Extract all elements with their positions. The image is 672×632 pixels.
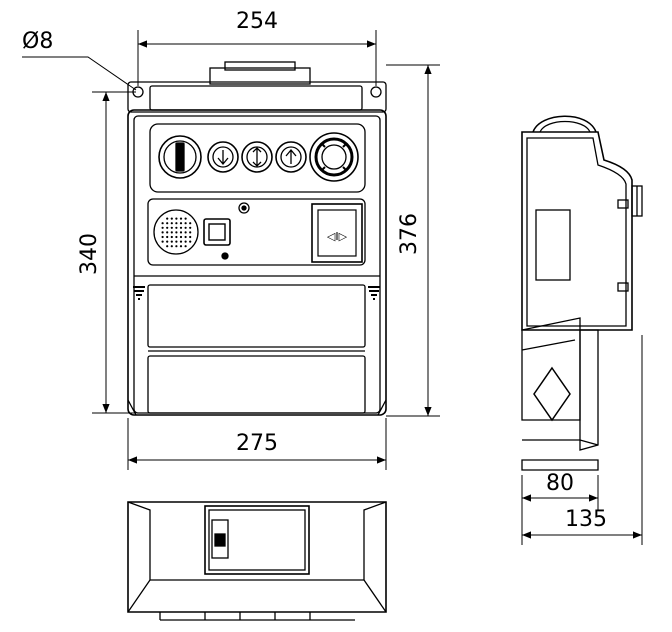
grille-dot xyxy=(189,240,192,243)
grille-dot xyxy=(175,231,178,234)
grille-dot xyxy=(175,235,178,239)
top-mounting-bar xyxy=(127,81,387,113)
grille-dot xyxy=(189,235,192,239)
dim-135-label: 135 xyxy=(565,507,607,532)
square-button-icon xyxy=(203,218,231,246)
breaker-box xyxy=(204,505,310,575)
grille-dot xyxy=(184,231,187,234)
grille-dot xyxy=(166,222,169,225)
device-panel xyxy=(147,198,366,266)
grille-dot xyxy=(184,226,187,229)
dim-376-label: 376 xyxy=(397,213,422,255)
grille-dot xyxy=(175,240,178,243)
grille-dot xyxy=(161,235,164,239)
grille-dot xyxy=(184,217,187,220)
front-view: ◁I▷ xyxy=(127,61,387,416)
grille-dot xyxy=(166,235,169,239)
grille-dot xyxy=(161,231,164,234)
grille-dot xyxy=(184,240,187,243)
grille-dot xyxy=(175,245,178,248)
grille-dot xyxy=(161,226,164,229)
side-view xyxy=(521,115,643,471)
arrow-up-button-icon xyxy=(275,141,307,173)
grille-dot xyxy=(170,222,173,225)
emergency-stop-icon xyxy=(309,132,359,182)
grille-dot xyxy=(179,245,183,248)
grille-dot xyxy=(170,235,173,239)
dim-hole-diameter-label: Ø8 xyxy=(22,29,53,54)
lock-switch-icon xyxy=(158,135,202,179)
grille-dot xyxy=(179,235,183,239)
mounting-hole-right xyxy=(370,86,382,98)
control-panel xyxy=(149,123,366,193)
breaker-switch-icon xyxy=(211,519,229,559)
dim-340-label: 340 xyxy=(77,233,102,275)
grille-dot xyxy=(170,217,173,220)
bottom-view xyxy=(127,501,387,621)
indicator-dot-icon xyxy=(221,252,229,260)
vent-right-icon xyxy=(368,286,380,300)
arrow-down-button-icon xyxy=(207,141,239,173)
grille-dot xyxy=(189,226,192,229)
grille-dot xyxy=(184,245,187,248)
grille-dot xyxy=(166,231,169,234)
dim-275-label: 275 xyxy=(236,431,278,456)
top-clip xyxy=(209,67,311,85)
grille-dot xyxy=(166,240,169,243)
grille-dot xyxy=(175,222,178,225)
lower-cover-panel xyxy=(147,355,366,414)
grille-dot xyxy=(170,231,173,234)
dimension-lines xyxy=(22,30,643,545)
grille-dot xyxy=(161,240,164,243)
grille-dot xyxy=(170,226,173,229)
grille-dot xyxy=(161,222,164,225)
grille-dot xyxy=(179,231,183,234)
up-down-button-icon xyxy=(241,141,273,173)
indicator-led-icon xyxy=(238,202,250,214)
dim-254-label: 254 xyxy=(236,9,278,34)
grille-dot xyxy=(189,222,192,225)
grille-dot xyxy=(179,217,183,220)
grille-dot xyxy=(179,222,183,225)
dim-80-label: 80 xyxy=(546,471,574,496)
grille-dot xyxy=(189,231,192,234)
grille-dot xyxy=(166,217,169,220)
upper-cover-panel xyxy=(147,284,366,348)
vent-left-icon xyxy=(133,286,145,300)
grille-dot xyxy=(179,240,183,243)
grille-dot xyxy=(170,245,173,248)
grille-dot xyxy=(166,245,169,248)
grille-dot xyxy=(166,226,169,229)
side-label-window xyxy=(535,209,571,281)
enclosure-body xyxy=(127,109,387,416)
power-socket-icon: ◁I▷ xyxy=(311,203,363,263)
grille-dot xyxy=(184,235,187,239)
grille-dot xyxy=(170,240,173,243)
socket-symbol-text: ◁I▷ xyxy=(327,230,348,243)
diamond-warning-icon xyxy=(533,366,571,422)
grille-dot xyxy=(179,226,183,229)
grille-dot xyxy=(184,222,187,225)
speaker-grille-icon xyxy=(153,209,199,255)
grille-dot xyxy=(175,217,178,220)
grille-dot xyxy=(175,226,178,229)
